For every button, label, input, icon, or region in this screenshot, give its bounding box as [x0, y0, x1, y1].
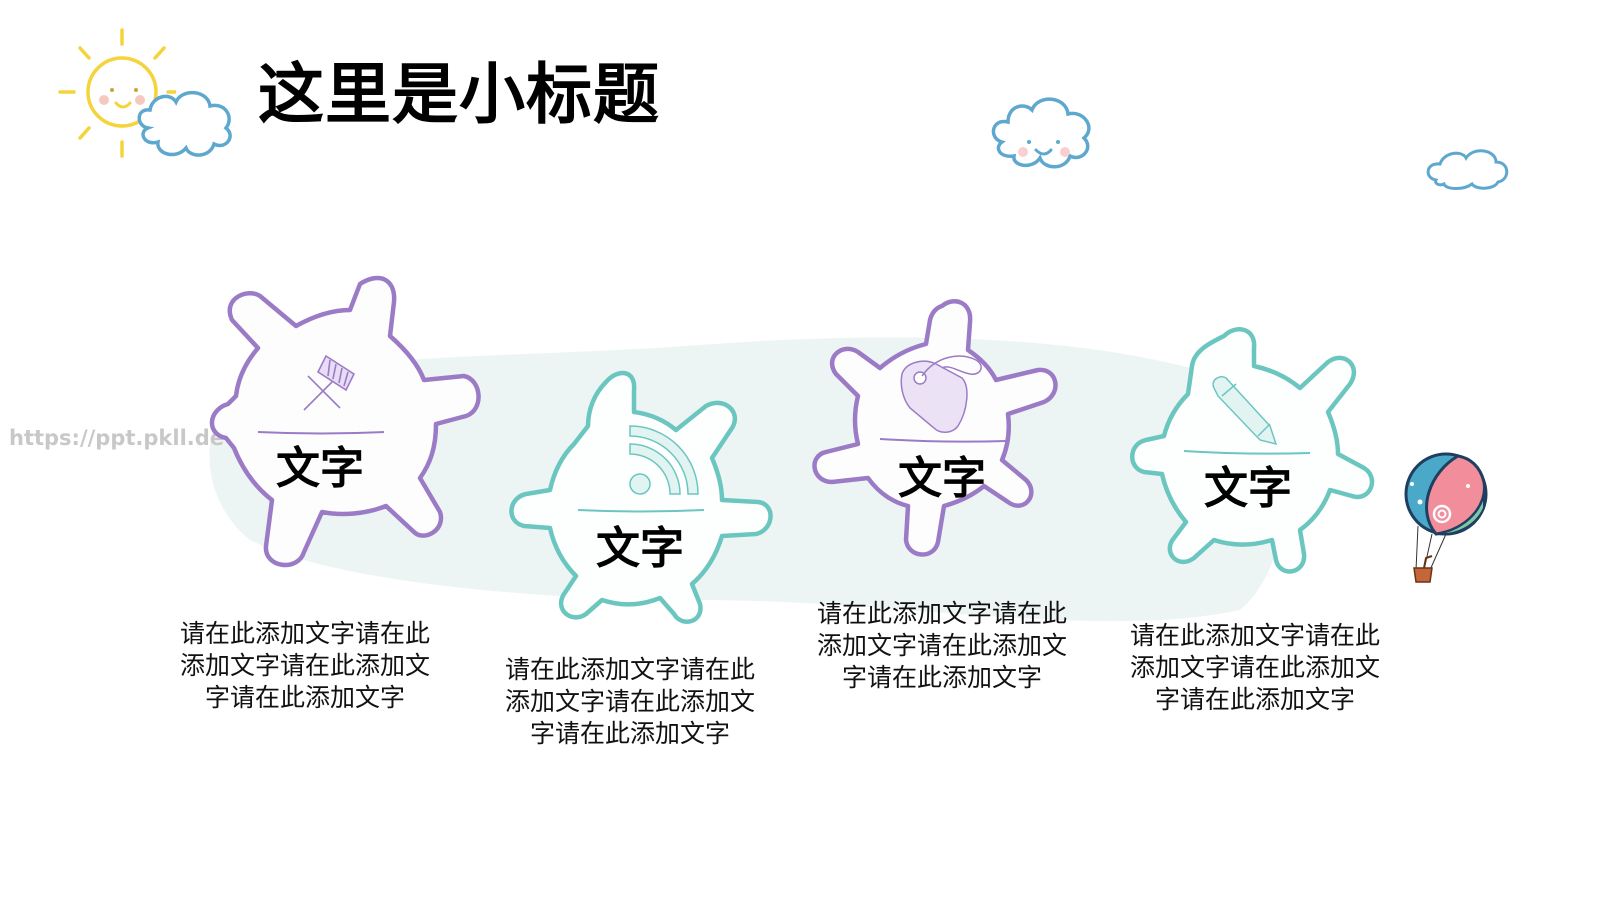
gear-outline-icon [1130, 327, 1375, 574]
step-1-card: 文字 [200, 262, 481, 572]
price-tag-icon [900, 355, 982, 433]
step-2-label: 文字 [596, 523, 684, 574]
divider-line [1183, 450, 1311, 455]
slide-title: 这里是小标题 [258, 56, 660, 133]
gear-outline-icon [209, 275, 481, 568]
step-1-label: 文字 [276, 443, 364, 494]
smiling-cloud-icon [991, 97, 1091, 169]
cloud-icon [137, 91, 232, 157]
step-3-label: 文字 [898, 453, 986, 504]
pushpin-icon [303, 354, 356, 411]
divider-line [879, 438, 1007, 443]
gear-outline-icon [509, 370, 773, 624]
step-3-card: 文字 [810, 292, 1070, 557]
hot-air-balloon-icon [1404, 452, 1488, 583]
step-4-label: 文字 [1204, 463, 1292, 514]
small-cloud-icon [1426, 149, 1509, 190]
step-1-description: 请在此添加文字请在此 添加文字请在此添加文 字请在此添加文字 [179, 619, 430, 712]
pencil-icon [1212, 376, 1278, 446]
step-2-card: 文字 [506, 362, 776, 627]
watermark-url: https://ppt.pkll.de [9, 426, 225, 450]
step-4-description: 请在此添加文字请在此 添加文字请在此添加文 字请在此添加文字 [1129, 621, 1380, 714]
step-4-card: 文字 [1128, 322, 1378, 577]
sun-icon [58, 28, 176, 158]
step-2-description: 请在此添加文字请在此 添加文字请在此添加文 字请在此添加文字 [504, 655, 755, 748]
divider-line [257, 431, 385, 435]
divider-line [577, 509, 705, 513]
rss-icon [629, 425, 699, 495]
step-3-description: 请在此添加文字请在此 添加文字请在此添加文 字请在此添加文字 [816, 599, 1067, 692]
